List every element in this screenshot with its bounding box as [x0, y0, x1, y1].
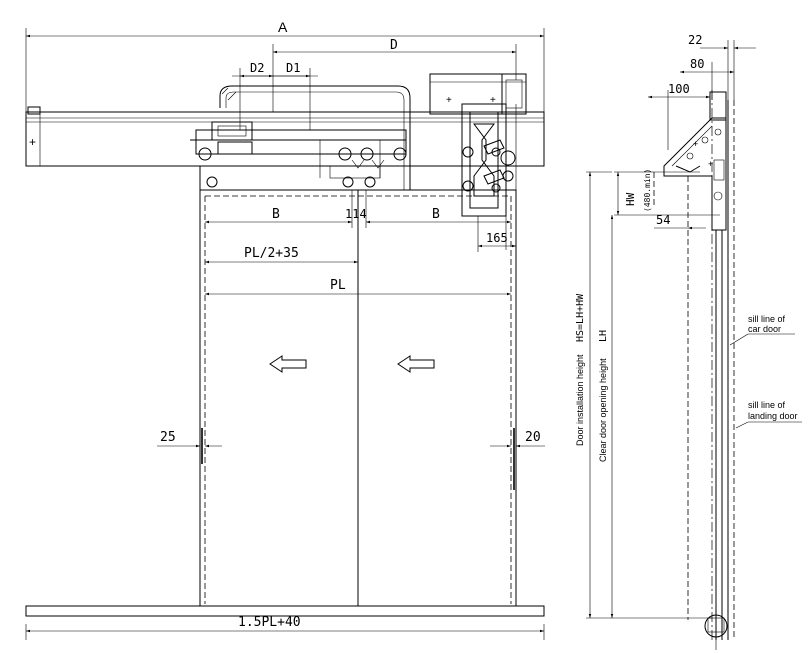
dimension-half-panel: PL/2+35 — [205, 246, 358, 264]
side-door-lines — [653, 90, 735, 640]
dimension-hs-label: HS=LH+HW — [575, 293, 586, 342]
operator-profile: + + — [663, 91, 727, 231]
label-install-height: Door installation height — [575, 354, 585, 446]
svg-text:+: + — [490, 95, 496, 106]
dimension-pl-label: PL — [330, 278, 346, 293]
svg-text:+: + — [29, 135, 36, 149]
dimension-d-label: D — [390, 38, 398, 53]
dimension-d: D — [272, 38, 517, 112]
dimension-80-label: 80 — [690, 57, 704, 71]
dimension-25-label: 25 — [160, 430, 176, 445]
hanger-lower — [199, 159, 411, 191]
dimension-b-right-label: B — [432, 207, 440, 222]
sill-callouts: sill line of car door sill line of landi… — [729, 314, 802, 429]
sill: 1.5PL+40 — [25, 605, 545, 640]
dimension-54: 54 — [654, 213, 706, 230]
dimension-165-label: 165 — [486, 231, 508, 245]
dimension-clearances: 25 20 — [157, 428, 545, 490]
sill-landing-label-1: sill line of — [748, 400, 786, 410]
svg-text:+: + — [708, 159, 713, 169]
side-sill — [704, 614, 728, 650]
dimension-20-label: 20 — [525, 430, 541, 445]
sill-landing-label-2: landing door — [748, 411, 798, 421]
dimension-sill-label: 1.5PL+40 — [238, 615, 301, 630]
sill-car-label-1: sill line of — [748, 314, 786, 324]
dimension-100-label: 100 — [668, 82, 690, 96]
label-clear-height: Clear door opening height — [598, 358, 608, 462]
motor-unit: + + — [429, 73, 527, 115]
dimension-top: 22 80 100 — [648, 33, 756, 150]
dimension-d1-label: D1 — [286, 61, 300, 75]
hanger-left — [190, 121, 407, 178]
door-knife-assembly — [461, 103, 517, 250]
svg-text:+: + — [446, 95, 452, 106]
dimension-54-label: 54 — [656, 213, 670, 227]
sill-car-label-2: car door — [748, 324, 781, 334]
opening-arrows — [269, 355, 435, 373]
arrow-left-icon — [269, 355, 307, 373]
dimension-a: A — [25, 19, 545, 112]
dimension-22-label: 22 — [688, 33, 702, 47]
cable-chain — [219, 85, 411, 190]
arrow-left-icon — [397, 355, 435, 373]
svg-text:+: + — [693, 139, 698, 149]
dimension-half-panel-label: PL/2+35 — [244, 246, 299, 261]
dimension-a-label: A — [278, 19, 288, 35]
dimension-hw-label: HW — [624, 192, 637, 206]
dimension-114-label: 114 — [345, 207, 367, 221]
dimension-d1-d2: D2 D1 — [232, 61, 318, 130]
dimension-b-left-label: B — [272, 207, 280, 222]
dimension-165: 165 — [477, 216, 516, 252]
dimension-lh-label: LH — [598, 330, 609, 342]
dimension-d2-label: D2 — [250, 61, 264, 75]
dimension-heights: HS=LH+HW Door installation height LH Cle… — [575, 171, 712, 619]
dimension-pl: PL — [205, 278, 511, 296]
dimension-b-row: B 114 B — [205, 190, 511, 228]
dimension-hw: HW (480.min) — [614, 169, 720, 216]
front-view: A D D2 D1 + — [25, 19, 545, 640]
dimension-hw-min-label: (480.min) — [643, 169, 652, 212]
side-view: 22 80 100 + + — [575, 33, 802, 650]
